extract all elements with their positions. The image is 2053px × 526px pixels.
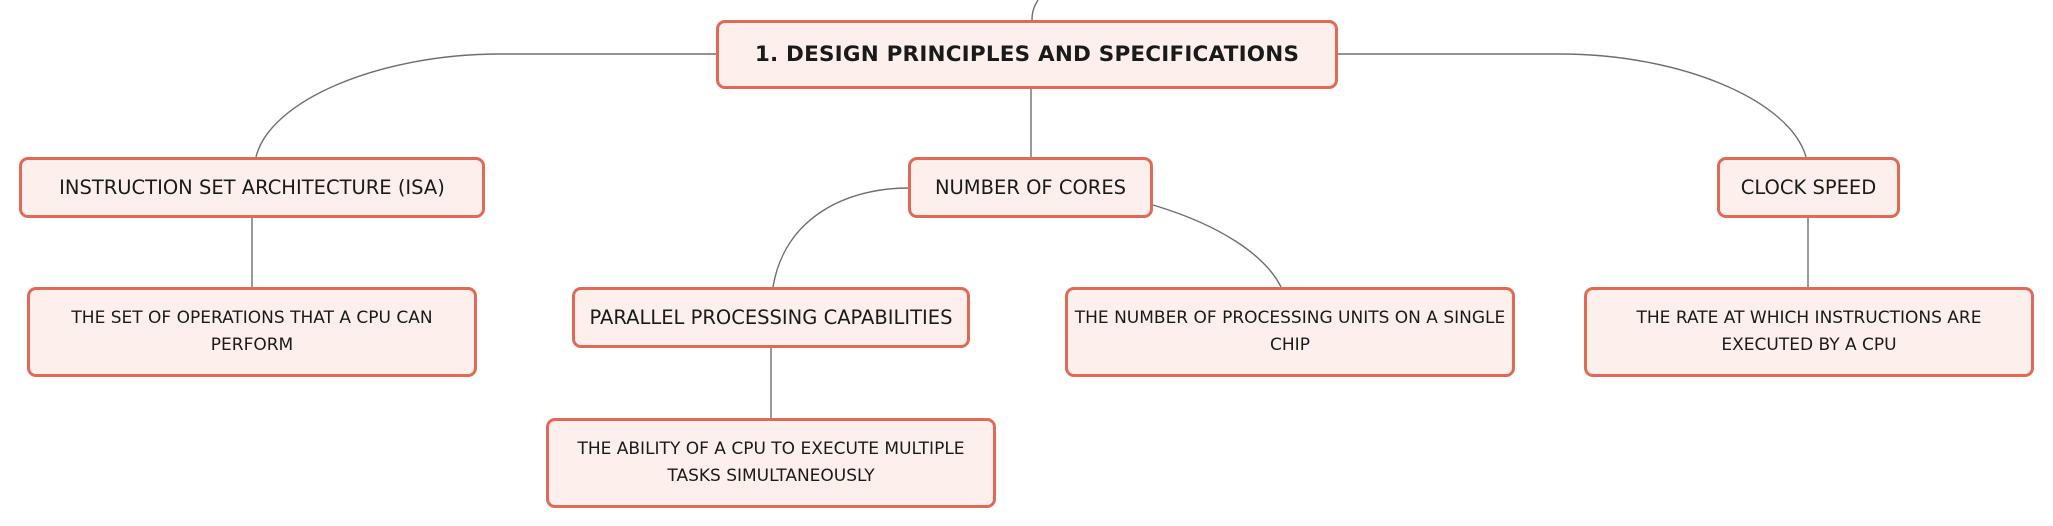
clock-node-label: CLOCK SPEED	[1740, 176, 1877, 199]
isa-node[interactable]: INSTRUCTION SET ARCHITECTURE (ISA)	[19, 157, 485, 218]
connector-root-clock	[1338, 53, 1807, 158]
cores-node[interactable]: NUMBER OF CORES	[908, 157, 1153, 218]
parallel-node-label: PARALLEL PROCESSING CAPABILITIES	[589, 306, 953, 329]
isa-detail-node[interactable]: THE SET OF OPERATIONS THAT A CPU CAN PER…	[27, 287, 477, 377]
parallel-node[interactable]: PARALLEL PROCESSING CAPABILITIES	[572, 287, 970, 348]
clock-node[interactable]: CLOCK SPEED	[1717, 157, 1900, 218]
isa-node-label: INSTRUCTION SET ARCHITECTURE (ISA)	[59, 176, 445, 199]
clock-detail-node[interactable]: THE RATE AT WHICH INSTRUCTIONS ARE EXECU…	[1584, 287, 2034, 377]
connector-cores-detail	[1152, 204, 1282, 288]
cores-detail-node[interactable]: THE NUMBER OF PROCESSING UNITS ON A SING…	[1065, 287, 1515, 377]
connector-root-isa	[255, 53, 716, 158]
connector-parent-root	[1031, 0, 1039, 21]
isa-detail-label: THE SET OF OPERATIONS THAT A CPU CAN PER…	[71, 308, 433, 355]
parallel-detail-label: THE ABILITY OF A CPU TO EXECUTE MULTIPLE…	[577, 439, 965, 486]
parallel-detail-node[interactable]: THE ABILITY OF A CPU TO EXECUTE MULTIPLE…	[546, 418, 996, 508]
connector-cores-parallel	[772, 187, 909, 288]
cores-detail-label: THE NUMBER OF PROCESSING UNITS ON A SING…	[1074, 308, 1506, 355]
root-node[interactable]: 1. DESIGN PRINCIPLES AND SPECIFICATIONS	[716, 20, 1338, 89]
cores-node-label: NUMBER OF CORES	[934, 176, 1127, 199]
clock-detail-label: THE RATE AT WHICH INSTRUCTIONS ARE EXECU…	[1636, 308, 1982, 355]
root-node-label: 1. DESIGN PRINCIPLES AND SPECIFICATIONS	[754, 42, 1300, 67]
